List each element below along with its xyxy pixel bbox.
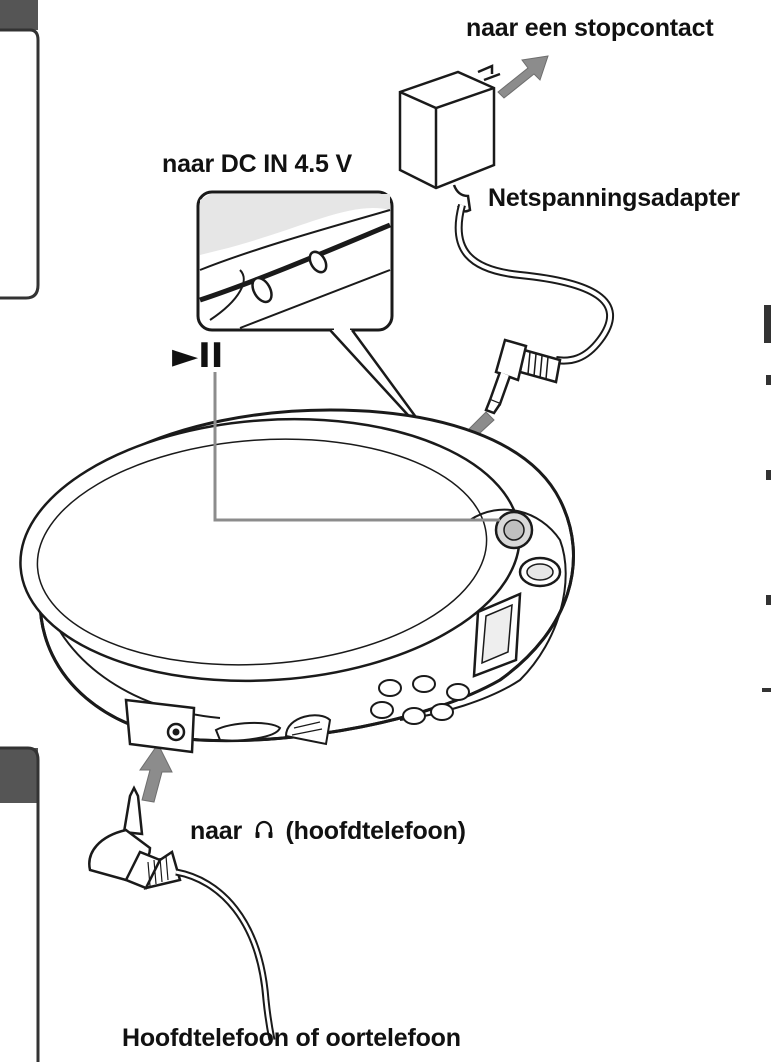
adapter-cord <box>454 203 615 365</box>
ac-adapter <box>398 64 501 213</box>
dc-plug <box>484 338 562 415</box>
headphones-jack-suffix: (hoofdtelefoon) <box>285 817 466 845</box>
page-edge-left <box>0 0 40 1062</box>
adapter-label: Netspanningsadapter <box>488 184 740 212</box>
cd-player <box>19 408 575 754</box>
headphones-icon <box>255 820 273 838</box>
dc-in-label: naar DC IN 4.5 V <box>162 150 352 178</box>
play-pause-label: ►II <box>172 336 224 376</box>
page-edge-right <box>762 305 771 692</box>
play-pause-leader-line <box>213 372 500 522</box>
headphones-jack-label: naar (hoofdtelefoon) <box>190 817 466 846</box>
headphone-plug <box>88 785 182 890</box>
headphones-device-label: Hoofdtelefoon of oortelefoon <box>122 1024 461 1052</box>
dc-in-zoom-callout <box>196 190 442 451</box>
headphones-jack-prefix: naar <box>190 817 243 845</box>
outlet-label: naar een stopcontact <box>466 14 714 42</box>
